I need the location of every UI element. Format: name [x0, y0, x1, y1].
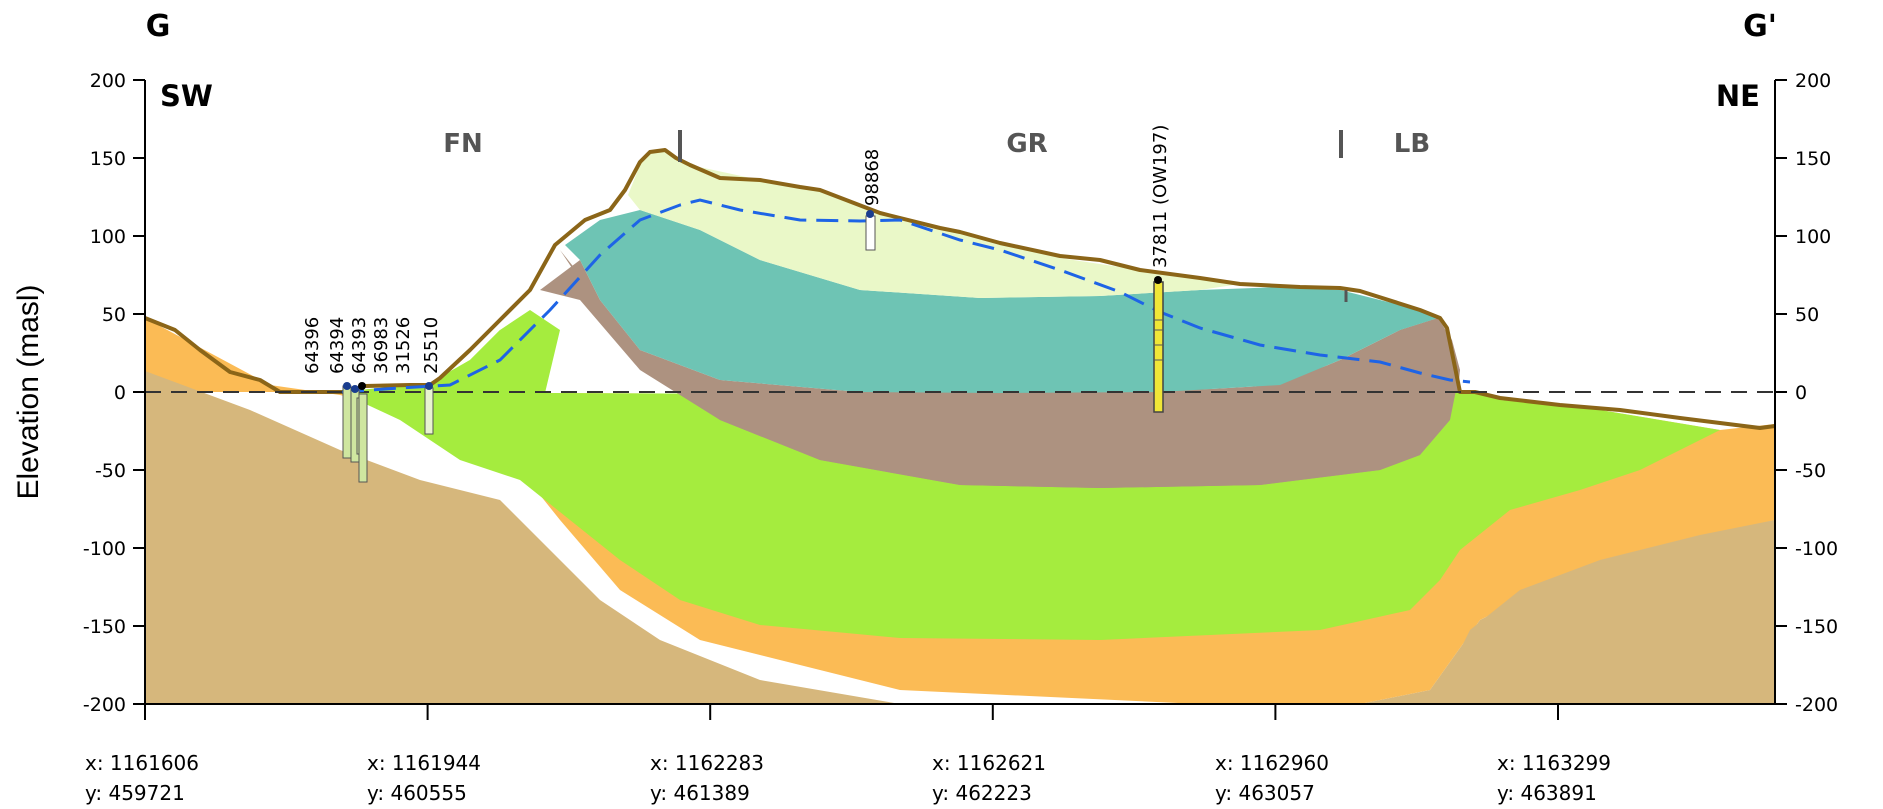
teal-layer [565, 210, 1438, 393]
left-tick-label: -150 [83, 616, 126, 638]
right-direction-label: NE [1716, 79, 1760, 113]
well-casing-31526 [424, 387, 434, 435]
left-tick-label: -200 [83, 694, 126, 716]
pale-layer [628, 150, 1240, 298]
coord-x-5: x: 1163299 [1497, 751, 1611, 775]
coord-y-3: y: 462223 [932, 781, 1032, 805]
well-label-98868: 98868 [862, 149, 883, 206]
section-start-label: G [146, 9, 171, 44]
right-tick-label: -50 [1795, 460, 1826, 482]
coord-y-0: y: 459721 [85, 781, 185, 805]
right-tick-label: 150 [1795, 148, 1831, 170]
well-casing-36983 [358, 393, 368, 483]
section-end-label: G' [1743, 9, 1777, 44]
coord-y-4: y: 463057 [1215, 781, 1315, 805]
well-label-64396: 64396 [302, 317, 323, 374]
x-coordinate-labels: x: 1161606 y: 459721 x: 1161944 y: 46055… [85, 751, 1611, 805]
left-direction-label: SW [160, 79, 213, 113]
bottom-axis [144, 703, 1775, 720]
left-tick-label: 150 [90, 148, 126, 170]
well-casing-64396 [342, 385, 352, 459]
left-tick-label: 100 [90, 226, 126, 248]
left-tick-label: 200 [90, 70, 126, 92]
ground-surface-line [144, 148, 1776, 430]
coord-x-4: x: 1162960 [1215, 751, 1329, 775]
well-label-36983: 36983 [371, 317, 392, 374]
right-tick-label: 0 [1795, 382, 1807, 404]
water-table-line [341, 198, 1471, 394]
bedrock-upper [145, 371, 900, 704]
left-tick-label: 0 [114, 382, 126, 404]
coord-x-2: x: 1162283 [650, 751, 764, 775]
well-label-64393: 64393 [349, 317, 370, 374]
coord-x-1: x: 1161944 [367, 751, 481, 775]
right-tick-label: -150 [1795, 616, 1838, 638]
left-axis: 200 150 100 50 0 -50 -100 -150 -200 [83, 70, 146, 716]
right-axis: 200 150 100 50 0 -50 -100 -150 -200 [1774, 70, 1838, 716]
well-label-37811: 37811 (OW197) [1150, 125, 1171, 268]
unit-label-fn: FN [443, 129, 483, 159]
coord-x-0: x: 1161606 [85, 751, 199, 775]
right-tick-label: 100 [1795, 226, 1831, 248]
brown-layer-fill [540, 260, 1460, 488]
geologic-layers [145, 150, 1775, 704]
coord-y-1: y: 460555 [367, 781, 467, 805]
right-tick-label: -100 [1795, 538, 1838, 560]
left-tick-label: -100 [83, 538, 126, 560]
well-casings [342, 210, 1164, 483]
coord-y-5: y: 463891 [1497, 781, 1597, 805]
coord-y-2: y: 461389 [650, 781, 750, 805]
coord-x-3: x: 1162621 [932, 751, 1046, 775]
right-tick-label: -200 [1795, 694, 1838, 716]
well-label-25510: 25510 [421, 317, 442, 374]
bedrock-right [1420, 520, 1775, 704]
well-casing-98868 [865, 215, 876, 251]
left-tick-label: -50 [95, 460, 126, 482]
well-label-31526: 31526 [393, 317, 414, 374]
unit-label-gr: GR [1006, 129, 1047, 159]
unit-label-lb: LB [1394, 129, 1430, 159]
right-tick-label: 50 [1795, 304, 1819, 326]
well-casing-ow197 [1153, 281, 1164, 413]
left-tick-label: 50 [102, 304, 126, 326]
right-tick-label: 200 [1795, 70, 1831, 92]
y-axis-title: Elevation (masl) [12, 284, 45, 499]
well-label-64394: 64394 [327, 317, 348, 374]
